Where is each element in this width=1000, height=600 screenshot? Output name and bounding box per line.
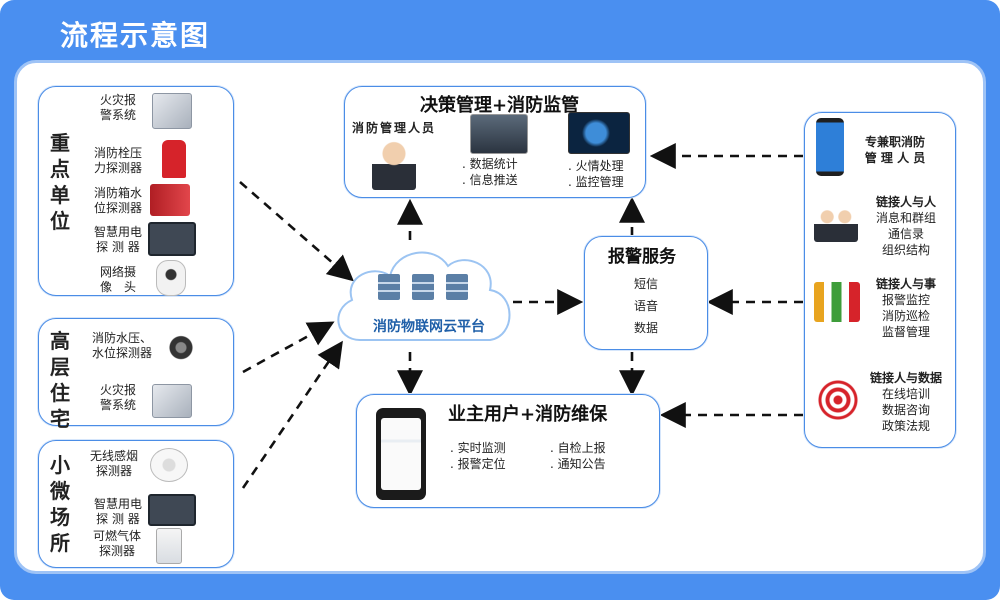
arrow-key-units-to-cloud bbox=[239, 181, 354, 282]
item-smart-electric-detector-1: 智慧用电 探 测 器 bbox=[93, 225, 142, 254]
electric-meter-icon bbox=[148, 222, 196, 256]
item-fire-alarm-system: 火灾报 警系统 bbox=[99, 93, 136, 122]
pressure-sensor-icon bbox=[168, 330, 194, 362]
item-hydrant-pressure-detector: 消防栓压 力探测器 bbox=[93, 146, 142, 175]
owner-list-b-1: . 通知公告 bbox=[550, 457, 606, 471]
owner-title: 业主用户+消防维保 bbox=[448, 404, 608, 425]
decision-title: 决策管理+消防监管 bbox=[420, 95, 580, 116]
alarm-box bbox=[584, 236, 708, 350]
gas-detector-icon bbox=[156, 528, 182, 564]
monitor-map-icon bbox=[568, 112, 630, 154]
link-data-title: 链接人与数据 bbox=[869, 371, 942, 385]
link-events-title: 链接人与事 bbox=[875, 277, 936, 291]
link-data-lines: 在线培训 数据咨询 政策法规 bbox=[881, 387, 930, 433]
group-small-venues bbox=[38, 440, 234, 568]
arrow-high-rise-to-cloud bbox=[242, 321, 335, 374]
decision-list-b-1: . 监控管理 bbox=[568, 175, 624, 189]
group-label-key-units: 重点单位 bbox=[50, 131, 70, 233]
group-label-high-rise: 高层住宅 bbox=[50, 329, 70, 431]
item-water-pressure-level-detector: 消防水压、 水位探测器 bbox=[91, 331, 152, 360]
item-network-camera: 网络摄 像 头 bbox=[99, 265, 136, 294]
item-smart-electric-detector-2: 智慧用电 探 测 器 bbox=[93, 497, 142, 526]
fire-alarm-panel-icon-2 bbox=[152, 384, 192, 418]
alarm-item-voice: 语音 bbox=[634, 299, 659, 313]
alarm-title: 报警服务 bbox=[608, 247, 676, 267]
cloud-label: 消防物联网云平台 bbox=[373, 319, 485, 335]
owner-list-a-0: . 实时监测 bbox=[450, 441, 506, 455]
staff-label: 专兼职消防 管 理 人 员 bbox=[864, 135, 926, 165]
alarm-item-data: 数据 bbox=[634, 321, 659, 335]
owner-list-a-1: . 报警定位 bbox=[450, 457, 506, 471]
fire-box-icon bbox=[150, 184, 190, 216]
camera-icon bbox=[156, 260, 186, 296]
group-high-rise bbox=[38, 318, 234, 426]
page-title: 流程示意图 bbox=[60, 19, 211, 52]
decision-list-a-1: . 信息推送 bbox=[462, 173, 518, 187]
devices-icon bbox=[470, 114, 528, 154]
item-gas-detector: 可燃气体 探测器 bbox=[92, 529, 141, 558]
fire-hydrant-icon bbox=[162, 140, 186, 178]
group-key-units bbox=[38, 86, 234, 296]
arrow-small-venues-to-cloud bbox=[241, 340, 343, 489]
bar-chart-icon bbox=[814, 282, 860, 322]
alarm-item-sms: 短信 bbox=[634, 277, 659, 291]
link-people-lines: 消息和群组 通信录 组织结构 bbox=[875, 211, 936, 257]
item-fire-alarm-system-2: 火灾报 警系统 bbox=[99, 383, 136, 412]
target-person-icon bbox=[818, 380, 858, 420]
decision-list-b-0: . 火情处理 bbox=[568, 159, 624, 173]
decision-list-a-0: . 数据统计 bbox=[462, 157, 518, 171]
staff-phone-icon bbox=[816, 118, 844, 176]
link-events-lines: 报警监控 消防巡检 监督管理 bbox=[881, 293, 930, 339]
manager-avatar-icon bbox=[372, 138, 416, 190]
manager-label: 消防管理人员 bbox=[352, 121, 437, 135]
electric-meter-icon-2 bbox=[148, 494, 196, 526]
people-group-icon bbox=[814, 206, 858, 242]
smoke-detector-icon bbox=[150, 448, 188, 482]
phone-screen-chart bbox=[381, 418, 421, 490]
group-label-small-venues: 小微场所 bbox=[50, 453, 70, 555]
link-people-title: 链接人与人 bbox=[875, 195, 936, 209]
server-icons bbox=[378, 274, 468, 300]
item-firebox-level-detector: 消防箱水 位探测器 bbox=[93, 186, 142, 215]
owner-list-b-0: . 自检上报 bbox=[550, 441, 606, 455]
cloud-platform bbox=[337, 251, 511, 341]
item-smoke-detector: 无线感烟 探测器 bbox=[89, 449, 138, 478]
fire-alarm-panel-icon bbox=[152, 93, 192, 129]
